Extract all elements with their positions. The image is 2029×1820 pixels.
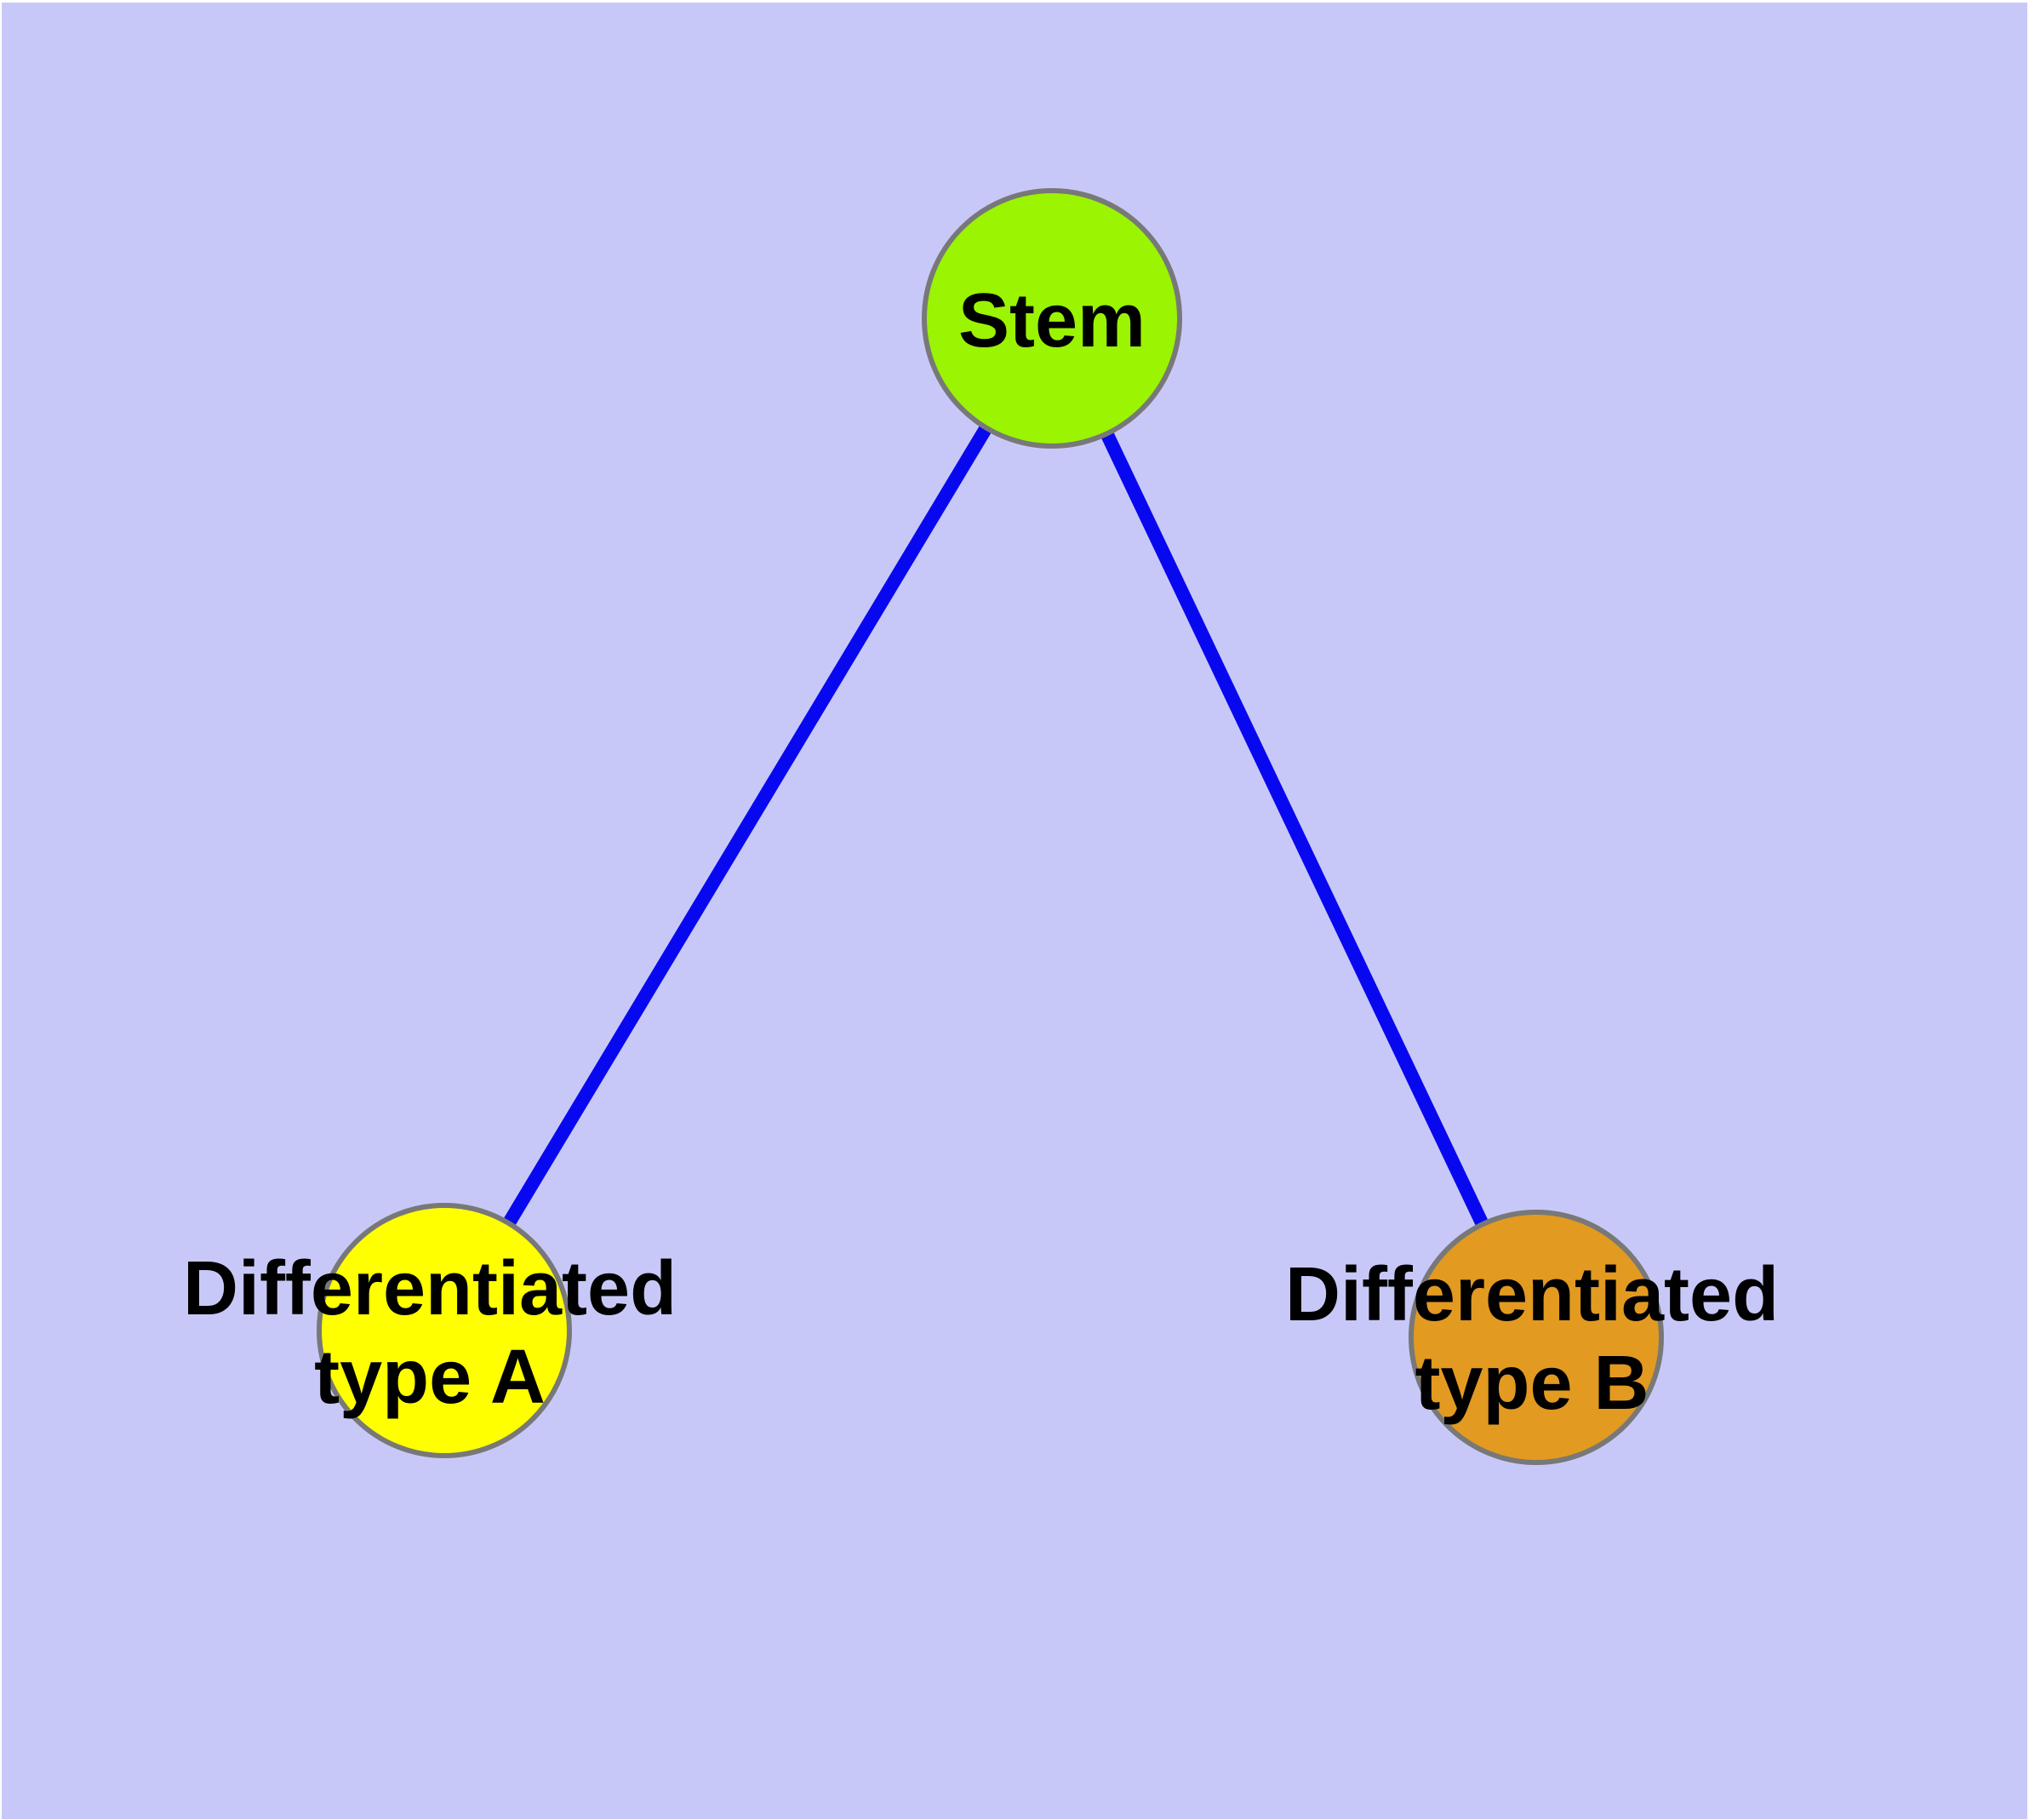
node-b-label-line1: Differentiated (1284, 1252, 1780, 1337)
node-stem-label: Stem (958, 277, 1146, 365)
node-differentiated-type-a[interactable] (317, 1203, 572, 1458)
node-differentiated-type-b[interactable] (1409, 1210, 1664, 1465)
node-stem-label-line: Stem (957, 278, 1146, 363)
node-stem[interactable] (922, 188, 1182, 449)
node-differentiated-type-b-label: Differentiated type B (1285, 1251, 1779, 1428)
edge-stem-to-diff-a (438, 314, 1058, 1335)
node-differentiated-type-a-label: Differentiated type A (183, 1245, 677, 1422)
node-a-label-line2: type A (314, 1335, 546, 1420)
node-b-label-line2: type B (1415, 1341, 1649, 1426)
edge-stem-to-diff-b (1045, 315, 1543, 1341)
node-a-label-line1: Differentiated (182, 1246, 677, 1331)
